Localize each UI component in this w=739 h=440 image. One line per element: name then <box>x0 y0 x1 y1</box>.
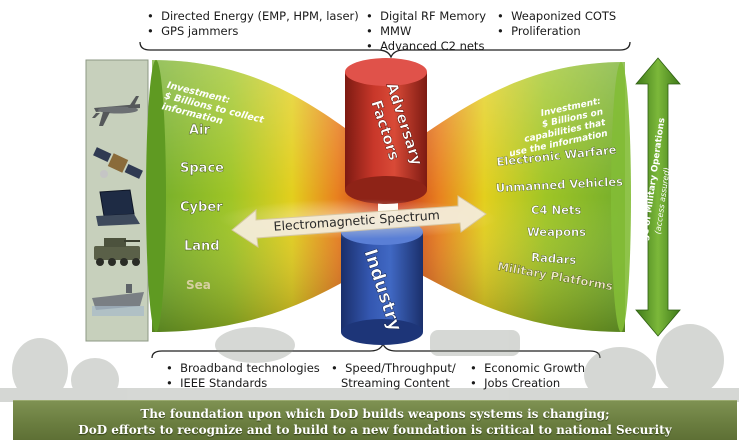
domain-item: Cyber <box>180 200 223 215</box>
bullet-item: Speed/Throughput/ <box>331 361 456 376</box>
bullet-item: Directed Energy (EMP, HPM, laser) <box>147 9 359 24</box>
soldiers-background <box>0 324 739 403</box>
range-arrow <box>635 57 681 337</box>
top-bullets-threats: Directed Energy (EMP, HPM, laser) GPS ja… <box>147 9 359 39</box>
bullet-item: GPS jammers <box>147 24 359 39</box>
bullet-item: Proliferation <box>497 24 616 39</box>
domain-list: Air Space Cyber Land <box>180 123 225 254</box>
bullet-item: Weaponized COTS <box>497 9 616 24</box>
spectrum-arrow <box>218 195 498 248</box>
top-bullets-cots: Weaponized COTS Proliferation <box>497 9 616 39</box>
capability-item: Weapons <box>527 225 586 239</box>
footer-line-2: DoD efforts to recognize and to build to… <box>78 423 672 437</box>
bullet-item: MMW <box>366 24 486 39</box>
bullet-continuation: Streaming Content <box>341 376 450 390</box>
capability-item: Radars <box>531 250 577 267</box>
bullet-item: Broadband technologies <box>166 361 320 376</box>
capability-item: Unmanned Vehicles <box>495 174 623 195</box>
satellite-icon <box>93 147 143 179</box>
drone-icon <box>92 96 140 126</box>
bottom-bullets-economy: Economic Growth Jobs Creation <box>470 361 585 391</box>
bottom-bullets-speed: Speed/Throughput/ Streaming Content <box>331 361 456 391</box>
footer-banner: The foundation upon which DoD builds wea… <box>13 400 737 440</box>
adversary-factors-cylinder <box>345 58 427 204</box>
laptop-icon <box>96 189 140 226</box>
bottom-bullets-tech: Broadband technologies IEEE Standards <box>166 361 320 391</box>
bullet-item: Digital RF Memory <box>366 9 486 24</box>
footer-line-1: The foundation upon which DoD builds wea… <box>140 407 610 421</box>
bullet-item: IEEE Standards <box>166 376 320 391</box>
aircraft-carrier-icon <box>92 284 144 316</box>
domain-item-sea: Sea <box>186 278 211 292</box>
bullet-item: Economic Growth <box>470 361 585 376</box>
top-bracket <box>139 41 631 59</box>
bullet-item: Jobs Creation <box>470 376 585 391</box>
capability-item: C4 Nets <box>531 203 581 217</box>
domain-item: Land <box>184 239 220 254</box>
domain-item: Air <box>189 123 211 138</box>
armored-vehicle-icon <box>94 238 140 266</box>
domain-item: Space <box>180 161 224 176</box>
